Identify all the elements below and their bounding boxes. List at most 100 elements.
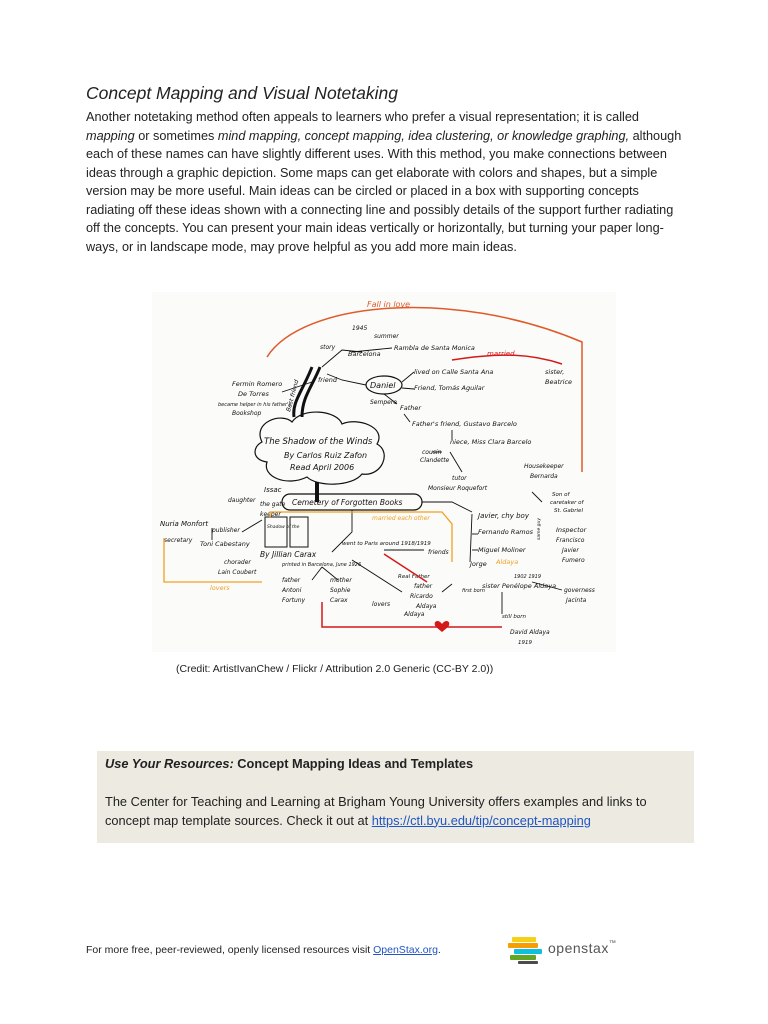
node-jorge: Jorge	[468, 560, 487, 568]
node-fermin-1: Fermin Romero	[232, 380, 282, 388]
node-governess-2: Jacinta	[565, 597, 587, 604]
node-issac: Issac	[264, 486, 282, 494]
node-aldaya: Aldaya	[495, 558, 518, 566]
node-sister-penelope: sister Penélope Aldaya	[482, 582, 556, 590]
shadow-book-box	[265, 517, 287, 547]
para-text-2: or sometimes	[135, 129, 218, 143]
node-father-ricardo-3: Aldaya	[415, 603, 437, 610]
openstax-logo: openstax™	[508, 935, 628, 965]
node-chorader-2: Lain Coubert	[218, 569, 257, 576]
node-toni: Toni Cabestany	[200, 540, 250, 548]
node-nuria: Nuria Monfort	[160, 520, 208, 528]
married-each-other-label: married each other	[372, 515, 430, 522]
node-governess-1: governess	[564, 587, 595, 594]
cemetery-label: Cemetery of Forgotten Books	[292, 498, 402, 507]
node-printed: printed in Barcelona, June 1926	[281, 562, 361, 568]
resource-callout: Use Your Resources: Concept Mapping Idea…	[97, 751, 694, 843]
fall-in-love-label: Fall in love	[367, 300, 410, 309]
section-heading: Concept Mapping and Visual Notetaking	[86, 83, 398, 104]
node-father: Father	[400, 404, 422, 412]
node-still-born: still born	[502, 614, 526, 620]
heart-icon	[435, 621, 450, 632]
openstax-wordmark: openstax™	[548, 940, 616, 956]
title-line-1: The Shadow of the Winds	[264, 437, 373, 447]
node-bernarda: Bernarda	[530, 473, 558, 480]
para-text-3: although each of these names can have sl…	[86, 129, 681, 254]
node-secretary: secretary	[164, 537, 193, 544]
node-son-of-1: Son of	[552, 492, 570, 498]
openstax-logo-icon	[508, 935, 546, 965]
para-emphasis-2: mind mapping, concept mapping, idea clus…	[218, 129, 629, 143]
node-fathers-friend: Father's friend, Gustavo Barcelo	[412, 420, 517, 428]
node-shadow-of: Shadow of the	[267, 524, 300, 530]
node-sister: sister,	[545, 368, 564, 376]
concept-map-drawing: Fall in love married The Shadow of the W…	[152, 292, 616, 652]
title-line-2: By Carlos Ruiz Zafon	[284, 451, 367, 460]
node-javier-f: Javier	[561, 547, 579, 554]
para-emphasis-1: mapping	[86, 129, 135, 143]
node-story: story	[320, 344, 336, 351]
node-fernando: Fernando Ramos	[478, 528, 534, 536]
node-father-ricardo-1: father	[414, 583, 433, 590]
resource-title-em: Use Your Resources:	[105, 756, 234, 771]
resource-link[interactable]: https://ctl.byu.edu/tip/concept-mapping	[372, 813, 591, 828]
node-went-paris: went to Paris around 1918/1919	[342, 541, 431, 547]
node-friends: friends	[428, 549, 449, 556]
node-bookshop-2: Bookshop	[232, 410, 262, 417]
resource-title: Use Your Resources: Concept Mapping Idea…	[105, 756, 473, 771]
node-father-a-3: Fortuny	[282, 597, 306, 604]
node-father-a-1: father	[282, 577, 301, 584]
title-cloud	[255, 412, 384, 484]
node-mother-2: Sophie	[330, 587, 351, 594]
para-text-1: Another notetaking method often appeals …	[86, 110, 639, 124]
logo-bar-4	[510, 955, 536, 960]
openstax-wordmark-text: openstax	[548, 940, 609, 956]
logo-bar-5	[518, 961, 538, 964]
node-jillian: By Jillian Carax	[260, 550, 317, 559]
node-francisco: Francisco	[556, 537, 585, 544]
node-the-gate: the gate	[260, 501, 286, 508]
node-father-ricardo-2: Ricardo	[410, 593, 433, 600]
node-chorader-1: chorader	[224, 559, 251, 566]
node-beatrice: Beatrice	[545, 378, 572, 386]
node-cousin: cousin	[422, 449, 442, 456]
node-father-a-2: Antoni	[281, 587, 302, 594]
trademark-symbol: ™	[609, 940, 617, 947]
resource-body: The Center for Teaching and Learning at …	[105, 793, 685, 830]
logo-bar-3	[514, 949, 542, 954]
node-niece: niece, Miss Clara Barcelo	[450, 438, 531, 446]
node-friend-tomas: Friend, Tomás Aguilar	[414, 384, 486, 392]
footer-text: For more free, peer-reviewed, openly lic…	[86, 944, 441, 956]
title-line-3: Read April 2006	[290, 463, 354, 472]
node-aldaya-bottom: Aldaya	[403, 611, 425, 618]
node-same-guy: same guy	[537, 518, 542, 540]
node-mother-1: mother	[330, 577, 352, 584]
node-bookshop-1: became helper in his father's	[218, 402, 291, 408]
node-javier: Javier, chy boy	[476, 512, 530, 520]
node-daughter: daughter	[228, 497, 256, 504]
openstax-link[interactable]: OpenStax.org	[373, 944, 438, 956]
node-son-of-3: St. Gabriel	[554, 508, 583, 514]
image-credit: (Credit: ArtistIvanChew / Flickr / Attri…	[176, 663, 493, 675]
node-summer: summer	[374, 333, 399, 340]
daniel-label: Daniel	[370, 381, 396, 390]
logo-bar-2	[508, 943, 538, 948]
lovers-mid-label: lovers	[372, 601, 390, 608]
node-fumero: Fumero	[562, 557, 585, 564]
node-miguel: Miguel Moliner	[478, 546, 527, 554]
concept-map-image: Fall in love married The Shadow of the W…	[152, 292, 616, 652]
node-monsieur: Monsieur Roquefort	[428, 485, 488, 492]
node-penelope-date: 1902 1919	[514, 574, 541, 580]
married-label: married	[487, 350, 515, 358]
node-mother-3: Carax	[330, 597, 348, 604]
node-sempere: Sempere	[370, 399, 397, 406]
node-david-2: 1919	[518, 640, 532, 646]
lovers-left-label: lovers	[210, 584, 230, 592]
logo-bar-1	[512, 937, 536, 942]
body-paragraph: Another notetaking method often appeals …	[86, 108, 686, 256]
footer-label: For more free, peer-reviewed, openly lic…	[86, 944, 373, 956]
resource-title-rest: Concept Mapping Ideas and Templates	[234, 756, 473, 771]
node-publisher: publisher	[211, 527, 240, 534]
footer-period: .	[438, 944, 441, 956]
node-david-1: David Aldaya	[510, 629, 550, 636]
